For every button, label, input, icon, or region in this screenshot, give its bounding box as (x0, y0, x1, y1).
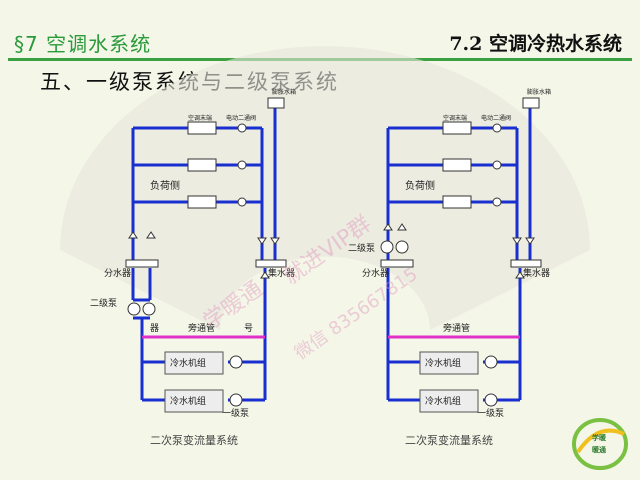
left-secondary-pump-icon (127, 302, 141, 316)
left-distributor-label: 分水器 (104, 267, 131, 279)
left-bypass-left-label: 器 (150, 323, 159, 334)
right-distributor-icon (380, 259, 414, 268)
watermark-line-3: 微信 835667815 (291, 264, 422, 364)
left-caption: 二次泵变流量系统 (150, 433, 238, 447)
right-primary-pump-icon (484, 355, 498, 369)
right-chiller-2 (419, 389, 479, 413)
left-terminals (187, 121, 247, 209)
logo-text-2: 暖通 (592, 445, 607, 454)
right-expansion-tank-label: 膨胀水箱 (527, 88, 551, 96)
right-collector-label: 集水器 (523, 267, 550, 279)
right-terminals (442, 121, 502, 209)
right-chiller-1 (419, 351, 479, 375)
right-chiller-1-label: 冷水机组 (425, 357, 461, 369)
right-collector-icon (510, 259, 542, 268)
left-secondary-pump-icon (142, 302, 156, 316)
left-collector-icon (255, 259, 287, 268)
right-caption: 二次泵变流量系统 (405, 433, 493, 447)
right-secondary-pump-label: 二级泵 (348, 242, 375, 254)
right-terminal-label: 空调末端 (443, 114, 467, 122)
right-flow-arrows (383, 223, 535, 279)
right-secondary-pump-icon (395, 240, 409, 254)
logo-text-1: 学暖 (592, 433, 607, 442)
right-expansion-tank-icon (522, 97, 540, 109)
left-expansion-tank-label: 膨胀水箱 (272, 88, 296, 96)
right-chiller-2-label: 冷水机组 (425, 395, 461, 407)
left-flow-arrows (128, 231, 280, 279)
left-primary-pump-label: 一级泵 (222, 407, 249, 419)
left-secondary-pump-label: 二级泵 (90, 297, 117, 309)
left-valve-label: 电动二通阀 (226, 114, 256, 122)
left-chiller-2 (164, 389, 224, 413)
left-collector-label: 集水器 (268, 267, 295, 279)
left-chiller-1 (164, 351, 224, 375)
right-distributor-label: 分水器 (362, 267, 389, 279)
right-primary-pump-label: 一级泵 (477, 407, 504, 419)
right-bypass-label: 旁通管 (443, 322, 470, 334)
left-distributor-icon (125, 259, 159, 268)
left-primary-pump-icon (229, 393, 243, 407)
left-chiller-2-label: 冷水机组 (170, 395, 206, 407)
left-primary-pump-icon (229, 355, 243, 369)
chapter-title: 7.2 空调冷热水系统 (449, 33, 622, 55)
left-bypass-right-label: 号 (244, 323, 253, 334)
left-chiller-1-label: 冷水机组 (170, 357, 206, 369)
right-primary-pump-icon (484, 393, 498, 407)
right-valve-label: 电动二通阀 (481, 114, 511, 122)
section-title: §7 空调水系统 (14, 32, 152, 56)
left-bypass-label: 旁通管 (188, 322, 215, 334)
fan-background (60, 46, 590, 330)
left-expansion-tank-icon (267, 97, 285, 109)
left-load-side-label: 负荷侧 (150, 179, 180, 192)
left-terminal-label: 空调末端 (188, 114, 212, 122)
right-secondary-pump-icon (380, 240, 394, 254)
right-load-side-label: 负荷侧 (405, 179, 435, 192)
brand-logo: 学暖 暖通 (572, 418, 628, 470)
